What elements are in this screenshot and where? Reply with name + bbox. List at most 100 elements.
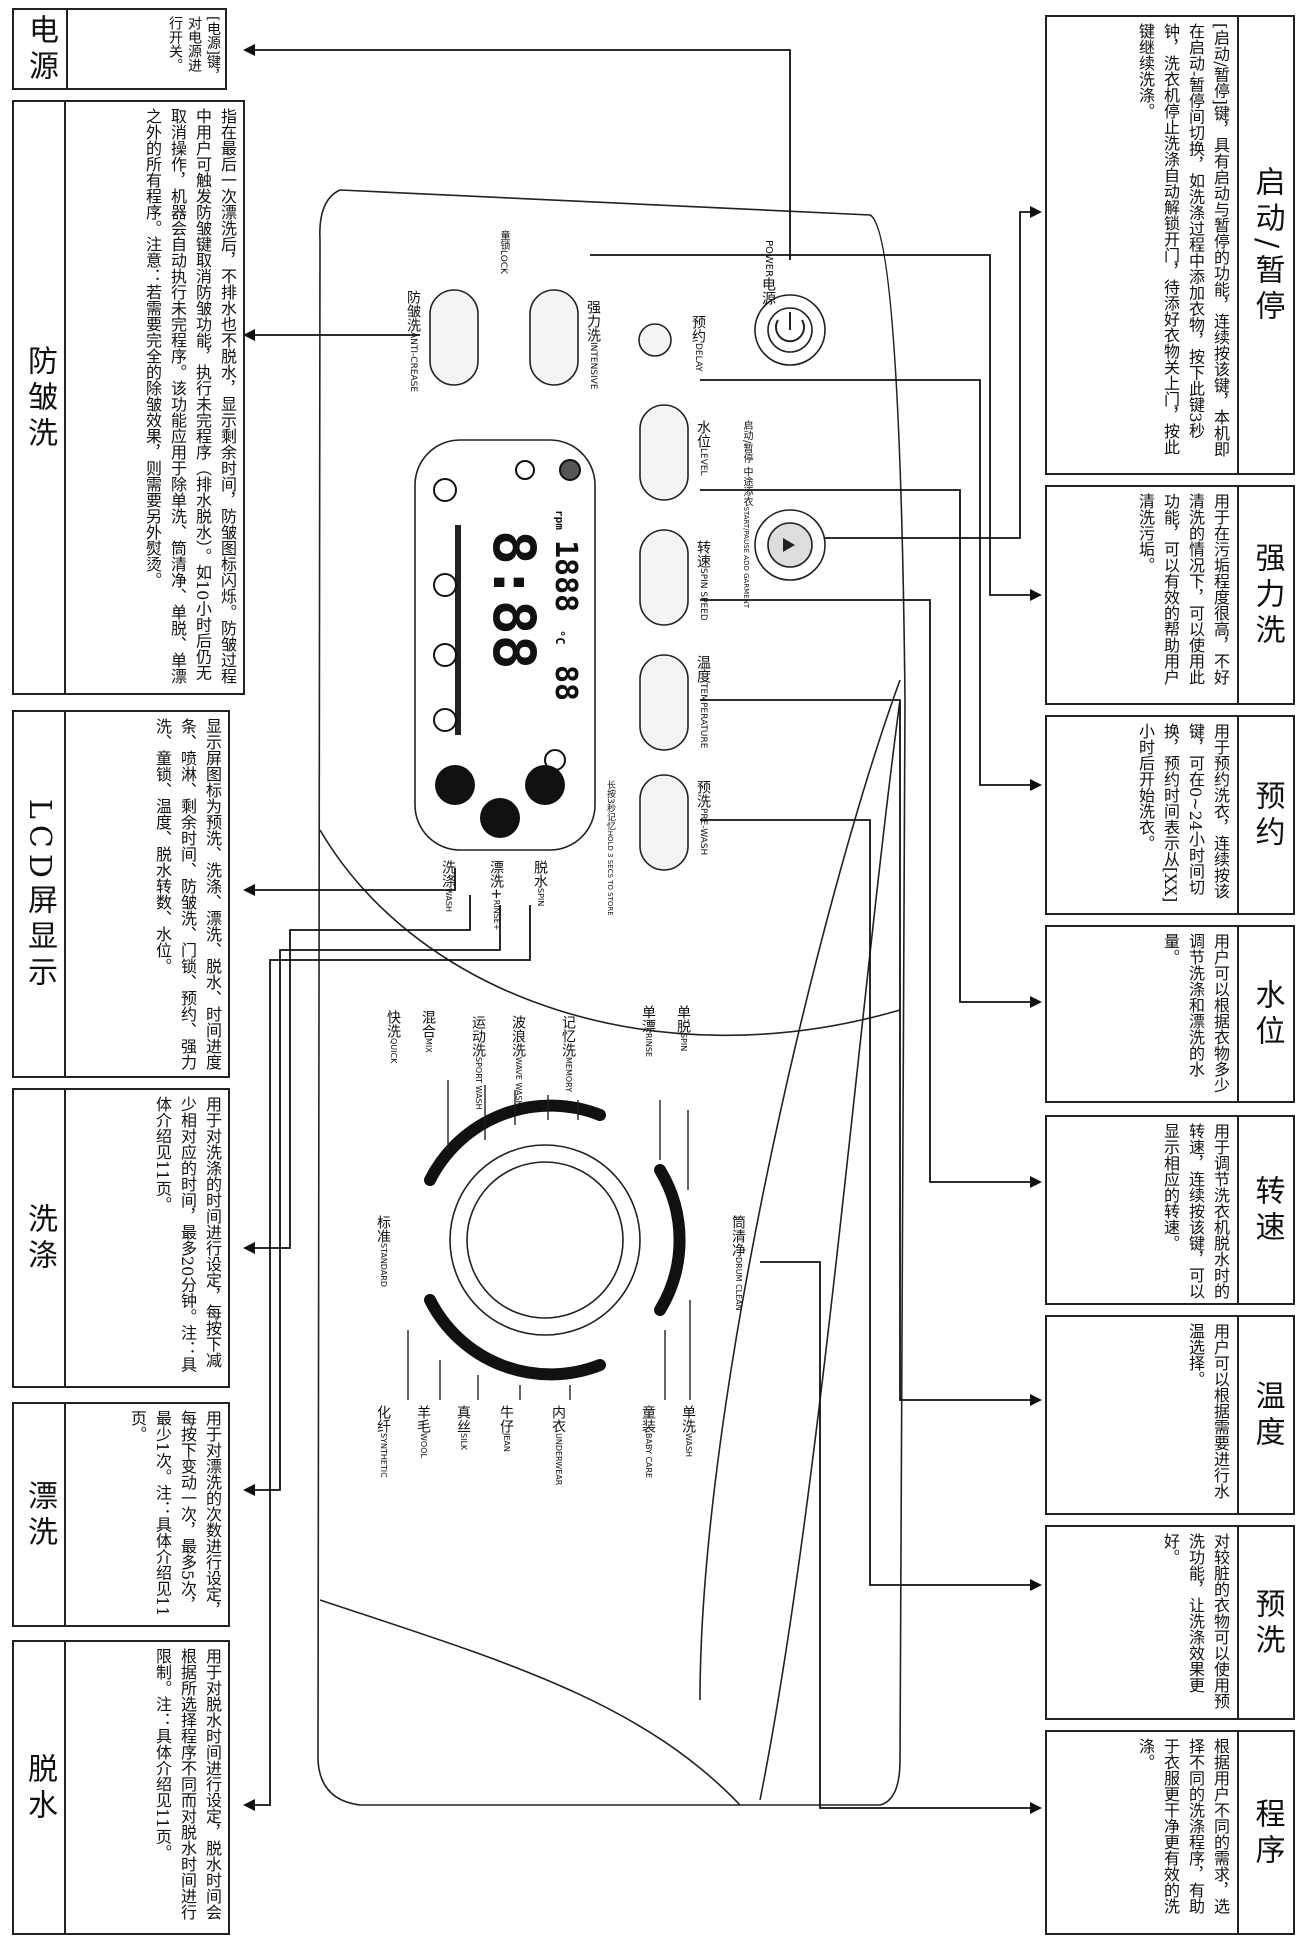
callout-level-body: 用户可以根据衣物多少调节洗涤和漂洗的水量。 <box>1161 933 1230 1093</box>
speed-button <box>639 529 689 626</box>
lock-label: 童锁LOCK <box>498 230 509 274</box>
callout-intensive-title: 强力洗 <box>1249 542 1285 650</box>
callout-power: 电源 [电源]键，对电源进行开关。 <box>12 8 227 90</box>
spin-option-label: 脱水SPIN <box>532 860 548 907</box>
lcd-frame <box>414 439 596 851</box>
arrow-spin <box>243 905 531 1811</box>
wash-option-button <box>435 765 475 805</box>
prewash-button <box>639 774 689 871</box>
callout-start-pause-body: [启动/暂停]键，具有启动与暂停的功能，连续按该键，本机即在启动-暂停间切换，如… <box>1136 23 1230 457</box>
lcd-temp: 88 <box>548 665 583 702</box>
callout-lcd-title: LCD屏显示 <box>22 798 57 992</box>
callout-program-body: 根据用户不同的需求，选择不同的洗涤程序，有助于衣服更干净更有效的洗涤。 <box>1136 1738 1230 1914</box>
program-drum-clean[interactable]: 筒清净DRUM CLEAN <box>730 1215 746 1311</box>
lcd-time: 8:88 <box>480 530 548 670</box>
program-synthetic[interactable]: 化纤SYNTHETIC <box>375 1405 391 1478</box>
callout-speed-body: 用于调节洗衣机脱水时的转速，连续按该键，可以显示相应的转速。 <box>1161 1123 1230 1299</box>
arrow-rinse <box>243 905 501 1496</box>
callout-anti-crease-body: 指在最后一次漂洗后，不排水也不脱水，显示剩余时间，防皱图标闪烁。防皱过程中用户可… <box>143 108 237 684</box>
anti-crease-button <box>429 289 479 386</box>
program-spin[interactable]: 单脱SPIN <box>675 1005 691 1052</box>
program-single-wash[interactable]: 单洗WASH <box>680 1405 696 1458</box>
intensive-button <box>529 289 579 386</box>
callout-anti-crease-title: 防皱洗 <box>22 344 57 453</box>
hold-store-label: 长按3秒记忆HOLD 3 SECS TO STORE <box>605 780 615 916</box>
program-wave-wash[interactable]: 波浪洗WAVE WASH <box>510 1015 526 1107</box>
lcd-delay-icon <box>544 749 566 771</box>
callout-intensive-body: 用于在污垢程度很高，不好清洗的情况下，可以使用此功能，可以有效的帮助用户清洗污垢… <box>1136 493 1230 685</box>
prewash-label: 预洗PRE-WASH <box>695 780 711 856</box>
arrow-temperature <box>700 699 1042 1406</box>
spin-option-button <box>525 765 565 805</box>
callout-wash-title: 洗涤 <box>22 1203 57 1275</box>
callout-spin-title: 脱水 <box>22 1752 57 1825</box>
arrow-power <box>243 44 791 260</box>
program-quick[interactable]: 快洗QUICK <box>385 1010 401 1064</box>
callout-start-pause-title: 启动/暂停 <box>1249 165 1285 327</box>
rinse-option-label: 漂洗+RINSE+ <box>488 860 504 931</box>
lcd-lock-icon <box>515 460 535 480</box>
callout-prewash-title: 预洗 <box>1249 1587 1285 1660</box>
speed-label: 转速SPIN SPEED <box>695 540 711 621</box>
callout-wash-body: 用于对洗涤的时间进行设定，每按下减少相对应的时间，最多20分钟。注：具体介绍见1… <box>153 1096 222 1373</box>
callout-delay-body: 用于预约洗衣，连续按该键，可在0~24小时间切换，预约时间表示从[XX]小时后开… <box>1136 723 1230 903</box>
delay-label: 预约DELAY <box>690 315 706 372</box>
callout-delay: 用于预约洗衣，连续按该键，可在0~24小时间切换，预约时间表示从[XX]小时后开… <box>1045 715 1295 915</box>
arrow-delay <box>700 379 1042 791</box>
callout-power-body: [电源]键，对电源进行开关。 <box>167 16 221 83</box>
arrow-prewash <box>700 819 1042 1591</box>
rinse-option-button <box>480 798 520 838</box>
arrow-program <box>760 1261 1042 1814</box>
arrow-intensive <box>590 254 1042 601</box>
callout-start-pause: [启动/暂停]键，具有启动与暂停的功能，连续按该键，本机即在启动-暂停间切换，如… <box>1045 15 1295 475</box>
lcd-rpm-unit: rpm <box>553 510 566 530</box>
callout-delay-title: 预约 <box>1249 780 1285 852</box>
callout-intensive: 用于在污垢程度很高，不好清洗的情况下，可以使用此功能，可以有效的帮助用户清洗污垢… <box>1045 485 1295 705</box>
program-rinse[interactable]: 单漂RINSE <box>640 1005 656 1058</box>
callout-wash: 洗涤 用于对洗涤的时间进行设定，每按下减少相对应的时间，最多20分钟。注：具体介… <box>12 1088 230 1388</box>
program-silk[interactable]: 真丝SILK <box>455 1405 471 1451</box>
temperature-label: 温度TEMPERATURE <box>695 655 711 749</box>
program-jean[interactable]: 牛仔JEAN <box>498 1405 514 1452</box>
callout-lcd-body: 显示屏图标为预洗、洗涤、漂洗、脱水、时间进度条、喷淋、剩余时间、防皱洗、门锁、预… <box>153 718 222 1070</box>
callout-speed-title: 转速 <box>1249 1175 1285 1247</box>
temperature-button <box>639 654 689 751</box>
lcd-spin-icon <box>433 478 457 502</box>
lcd-rpm: 1888 <box>548 540 583 613</box>
intensive-label: 强力洗INTENSIVE <box>585 300 601 390</box>
power-label: POWER电源 <box>760 240 776 306</box>
callout-rinse-body: 用于对漂洗的次数进行设定，每按下变动一次，最多5次，最少1次。注：具体介绍见11… <box>128 1410 222 1618</box>
arrow-lcd <box>243 868 456 896</box>
start-pause-label: 启动/暂停 中途添衣START/PAUSE ADD GARMENT <box>741 420 752 609</box>
callout-temperature-title: 温度 <box>1249 1380 1285 1452</box>
callout-program: 根据用户不同的需求，选择不同的洗涤程序，有助于衣服更干净更有效的洗涤。 程序 <box>1045 1730 1295 1935</box>
program-sport-wash[interactable]: 运动洗SPORT WASH <box>470 1015 486 1110</box>
anti-crease-label: 防皱洗ANTI-CREASE <box>405 290 421 393</box>
program-baby-care[interactable]: 童装BABY CARE <box>640 1405 656 1479</box>
program-wool[interactable]: 羊毛WOOL <box>415 1405 431 1458</box>
delay-button <box>638 323 672 357</box>
level-label: 水位LEVEL <box>695 420 711 476</box>
program-underwear[interactable]: 内衣UNDERWEAR <box>550 1405 566 1486</box>
program-standard[interactable]: 标准STANDARD <box>375 1215 391 1288</box>
program-memory[interactable]: 记忆洗MEMORY <box>560 1015 576 1093</box>
callout-temperature: 用户可以根据需要进行水温选择。 温度 <box>1045 1315 1295 1515</box>
callout-spin-body: 用于对脱水时间进行设定，脱水时间会根据所选择程序不同而对脱水时间进行限制。注：具… <box>153 1648 222 1920</box>
arrow-wash <box>243 895 471 1254</box>
lcd-rinse-icon <box>433 573 457 597</box>
callout-level-title: 水位 <box>1249 979 1285 1051</box>
callout-level: 用户可以根据衣物多少调节洗涤和漂洗的水量。 水位 <box>1045 925 1295 1103</box>
callout-program-title: 程序 <box>1249 1797 1285 1870</box>
level-button <box>639 404 689 501</box>
program-wheel-arc <box>424 1099 606 1186</box>
callout-lcd: LCD屏显示 显示屏图标为预洗、洗涤、漂洗、脱水、时间进度条、喷淋、剩余时间、防… <box>12 710 230 1078</box>
lcd-temp-icon <box>559 459 581 481</box>
callout-power-title: 电源 <box>23 14 58 86</box>
program-mix[interactable]: 混合MIX <box>420 1010 436 1053</box>
arrow-speed <box>700 599 1042 1188</box>
callout-spin: 脱水 用于对脱水时间进行设定，脱水时间会根据所选择程序不同而对脱水时间进行限制。… <box>12 1640 230 1935</box>
callout-speed: 用于调节洗衣机脱水时的转速，连续按该键，可以显示相应的转速。 转速 <box>1045 1115 1295 1305</box>
arrow-level <box>700 489 1042 1008</box>
panel-outline <box>317 189 906 1806</box>
